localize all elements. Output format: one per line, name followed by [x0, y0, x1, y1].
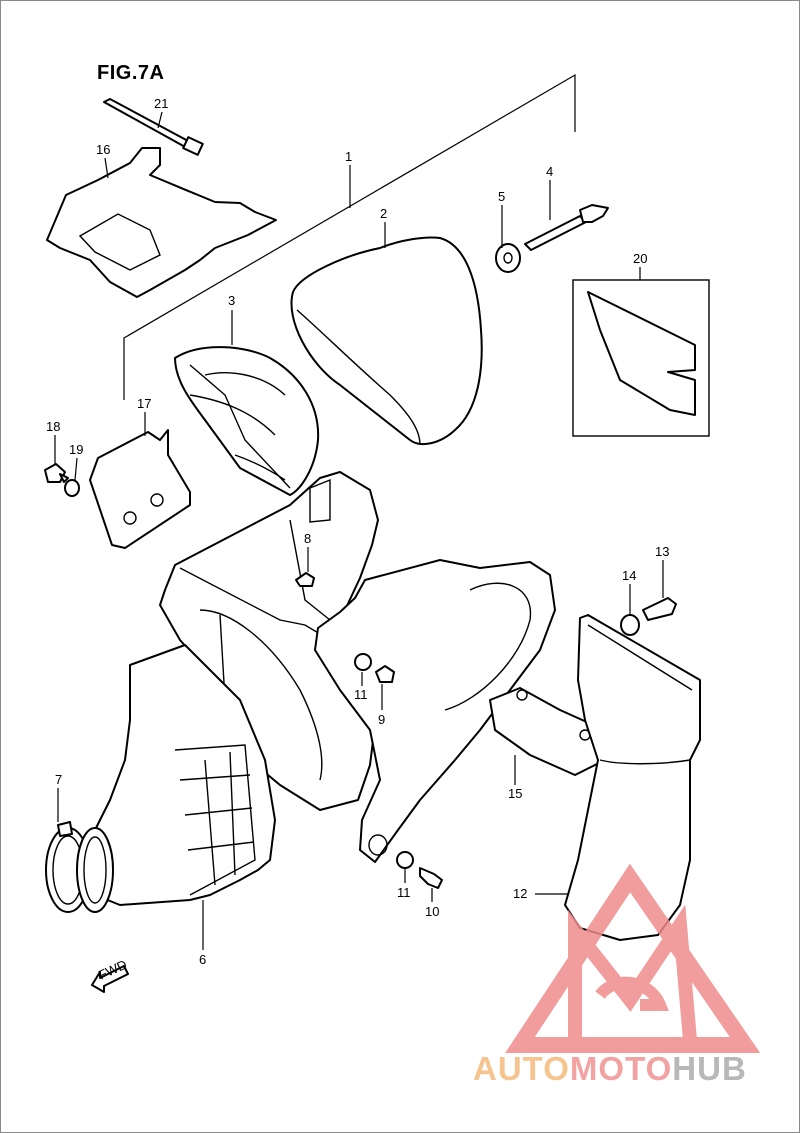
callout-19: 19: [69, 442, 83, 457]
callout-6: 6: [199, 952, 206, 967]
part-4-screw: [524, 204, 609, 251]
callout-12: 12: [513, 886, 527, 901]
callout-14: 14: [622, 568, 636, 583]
callout-13: 13: [655, 544, 669, 559]
callout-10: 10: [425, 904, 439, 919]
figure-title: FIG.7A: [97, 62, 165, 84]
part-16-plate: [46, 147, 277, 298]
fwd-arrow-icon: FWD: [91, 957, 129, 993]
callout-11-upper: 11: [354, 687, 368, 702]
callout-11-lower: 11: [397, 885, 411, 900]
part-11-collar-lower: [396, 851, 414, 869]
watermark-brand: AUTOMOTOHUB: [473, 1050, 747, 1088]
callout-17: 17: [137, 396, 151, 411]
leader-lines: [54, 111, 664, 950]
part-12-duct: [564, 614, 701, 941]
part-2-air-filter: [290, 236, 483, 446]
callout-21: 21: [154, 96, 168, 111]
callout-4: 4: [546, 164, 553, 179]
callout-16: 16: [96, 142, 110, 157]
watermark-logo: [505, 863, 761, 1053]
part-14-washer: [620, 614, 640, 636]
callouts: 21 16 1 2 3 4 5 20 17 18 19 8 13 14 11 9…: [46, 96, 669, 967]
part-19-washer: [64, 479, 80, 497]
callout-20: 20: [633, 251, 647, 266]
brand-hub: HUB: [672, 1050, 747, 1087]
brand-moto: MOTO: [569, 1050, 673, 1087]
part-3-filter-cage: [174, 346, 320, 496]
part-18-bolt: [44, 463, 69, 483]
callout-7: 7: [55, 772, 62, 787]
callout-5: 5: [498, 189, 505, 204]
part-5-washer: [495, 243, 521, 273]
part-10-bolt: [419, 867, 443, 889]
part-17-cover: [89, 429, 191, 549]
callout-9: 9: [378, 712, 385, 727]
callout-2: 2: [380, 206, 387, 221]
part-9-bolt: [375, 665, 395, 683]
part-6-intake-boot: [84, 644, 276, 906]
part-11-collar-upper: [354, 653, 372, 671]
callout-3: 3: [228, 293, 235, 308]
part-6-boot-mouth: [76, 827, 114, 913]
part-21-cable-tie: [103, 98, 204, 156]
part-15-bracket: [314, 559, 556, 863]
brand-auto: AUTO: [473, 1050, 570, 1087]
part-20-label: [572, 279, 710, 437]
callout-15: 15: [508, 786, 522, 801]
callout-18: 18: [46, 419, 60, 434]
part-13-bolt: [642, 597, 677, 621]
part-8-screw: [295, 572, 315, 587]
callout-1: 1: [345, 149, 352, 164]
callout-8: 8: [304, 531, 311, 546]
